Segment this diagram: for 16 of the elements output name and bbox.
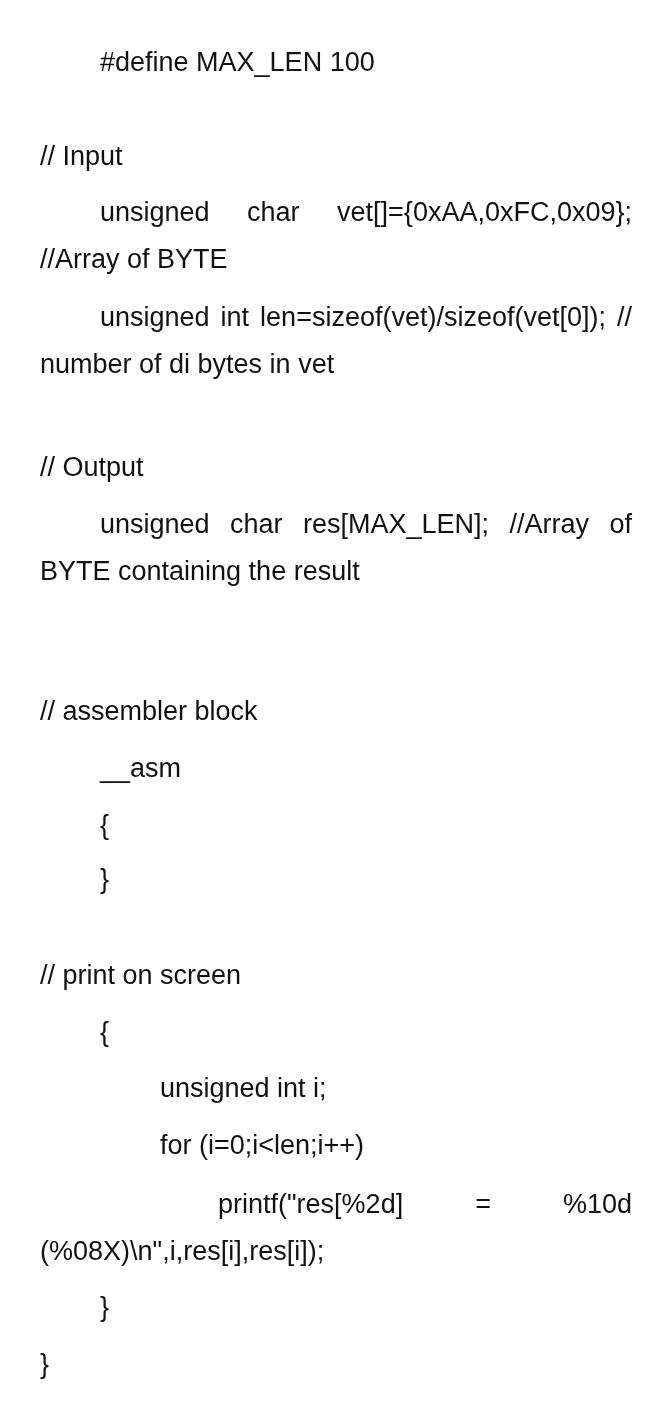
code-line: // Input (40, 140, 124, 173)
code-line: { (99, 809, 111, 842)
code-line: for (i=0;i<len;i++) (159, 1129, 366, 1162)
code-line: } (99, 1291, 111, 1324)
code-line: unsigned char res[MAX_LEN]; //Array of BYTE containing the result (40, 508, 632, 588)
code-line: // Output (40, 451, 145, 484)
code-line: } (99, 863, 111, 896)
code-line: #define MAX_LEN 100 (99, 46, 376, 79)
code-line: unsigned int i; (159, 1072, 328, 1105)
code-line: } (40, 1348, 51, 1381)
code-line: __asm (98, 752, 183, 785)
code-line: // assembler block (40, 695, 259, 728)
code-line: { (99, 1016, 111, 1049)
code-line: // print on screen (40, 959, 243, 992)
code-line: printf("res[%2d] = %10d (%08X)\n",i,res[i],res[i]); (40, 1188, 632, 1268)
code-line: unsigned int len=sizeof(vet)/sizeof(vet[0]); // number of di bytes in vet (40, 301, 632, 381)
